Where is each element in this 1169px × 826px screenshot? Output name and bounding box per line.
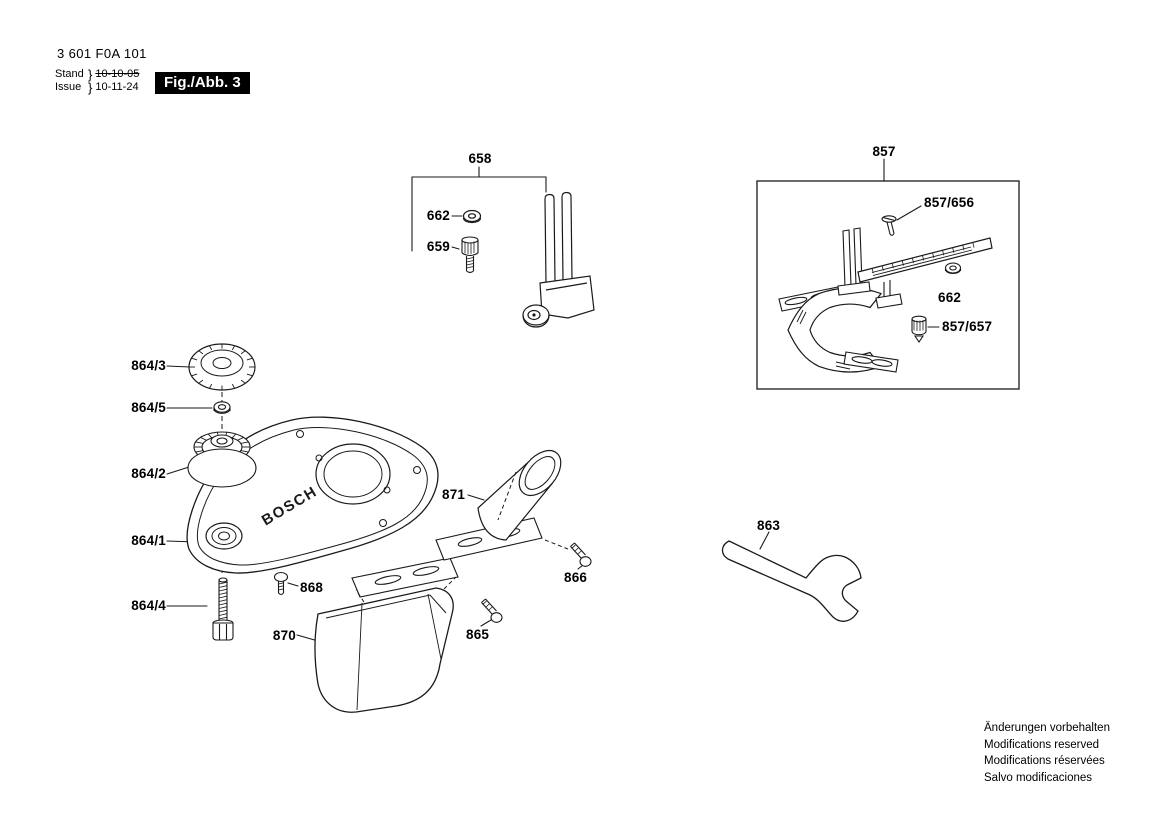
callout-864-4: 864/4 bbox=[131, 598, 166, 613]
stand-label: Stand bbox=[55, 68, 84, 80]
part-870-dust-chute bbox=[314, 557, 459, 713]
chute-adapter-plate bbox=[351, 557, 459, 598]
issue-label: Issue bbox=[55, 81, 82, 93]
part-864-4-bolt bbox=[212, 577, 234, 641]
issue-row: Issue } 10-11-24 bbox=[55, 81, 139, 94]
part-864-5-nut bbox=[213, 401, 231, 414]
part-857-657-knurled-pin bbox=[911, 315, 927, 343]
pivot-bracket bbox=[875, 280, 903, 309]
callout-870: 870 bbox=[272, 628, 296, 643]
issue-date: 10-11-24 bbox=[95, 81, 139, 93]
part-866-screw bbox=[570, 542, 592, 567]
part-868-screw bbox=[273, 571, 289, 596]
callout-866: 866 bbox=[564, 570, 588, 585]
callout-857: 857 bbox=[872, 144, 896, 159]
chute-body bbox=[314, 587, 454, 713]
stand-date: 10-10-05 bbox=[95, 68, 140, 80]
assembly-box-frame bbox=[756, 180, 1020, 390]
callout-864-1: 864/1 bbox=[131, 533, 166, 548]
scale-ruler-bar bbox=[857, 237, 993, 283]
part-864-3-knob bbox=[188, 343, 256, 391]
knob-scallops bbox=[189, 344, 255, 390]
callout-864-5: 864/5 bbox=[131, 400, 166, 415]
part-662-washer bbox=[462, 209, 482, 224]
part-659-knurled-screw bbox=[461, 236, 479, 274]
ruler-tick-marks bbox=[871, 242, 975, 274]
part-857-656-screw bbox=[881, 215, 897, 236]
callout-864-2: 864/2 bbox=[131, 466, 166, 481]
callout-662-b: 662 bbox=[938, 290, 962, 305]
callout-865: 865 bbox=[466, 627, 490, 642]
part-871-guide-tube bbox=[435, 449, 569, 561]
part-863-wrench bbox=[721, 540, 862, 622]
legal-line-de: Änderungen vorbehalten bbox=[984, 722, 1110, 734]
legal-line-en: Modifications reserved bbox=[984, 738, 1100, 751]
legal-note: Änderungen vorbehalten Modifications res… bbox=[984, 720, 1110, 786]
callout-871: 871 bbox=[442, 487, 466, 502]
part-864-2-gear-wheel bbox=[187, 431, 257, 488]
callout-658: 658 bbox=[468, 151, 492, 166]
part-number: 3 601 F0A 101 bbox=[57, 46, 147, 61]
callout-662-a: 662 bbox=[426, 208, 450, 223]
callout-857-657: 857/657 bbox=[942, 319, 993, 334]
bolt-threads bbox=[218, 581, 228, 620]
callout-863: 863 bbox=[757, 518, 781, 533]
stand-row: Stand } 10-10-05 bbox=[55, 68, 139, 81]
callout-659: 659 bbox=[426, 239, 450, 254]
brace-icon: } bbox=[88, 80, 93, 95]
callout-864-3: 864/3 bbox=[131, 358, 166, 373]
part-865-screw bbox=[481, 598, 503, 623]
guide-channel-bracket bbox=[837, 227, 871, 296]
legal-line-es: Salvo modificaciones bbox=[984, 771, 1093, 784]
legal-line-fr: Modifications réservées bbox=[984, 755, 1105, 767]
part-864-1-base-plate: BOSCH bbox=[186, 416, 439, 574]
figure-label: Fig./Abb. 3 bbox=[155, 72, 250, 94]
callout-857-656: 857/656 bbox=[924, 195, 975, 210]
part-662-nut bbox=[944, 262, 962, 275]
brace-icon: } bbox=[88, 67, 93, 82]
part-658-guide-assembly bbox=[522, 191, 595, 328]
leader-lines bbox=[166, 158, 940, 642]
guide-bar-lower bbox=[843, 351, 899, 373]
part-857-parallel-guide bbox=[756, 180, 1020, 390]
revision-block: Stand } 10-10-05 Issue } 10-11-24 bbox=[55, 68, 139, 94]
callout-868: 868 bbox=[300, 580, 324, 595]
